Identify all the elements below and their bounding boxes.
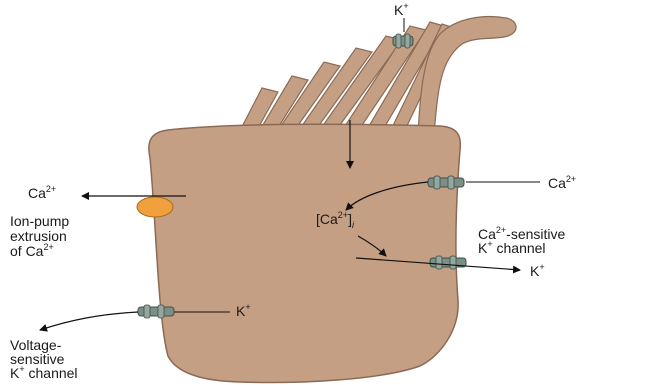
ca-left-label: Ca2+ [28,184,56,201]
ion-pump [137,197,173,217]
mechanotransduction-channel [393,34,413,48]
ion-pump-label-2: extrusion [10,228,67,244]
k-efflux-left-arrow [40,312,138,330]
ca-sensitive-label-2: K+ channel [478,239,546,256]
ca-sensitive-k-channel [430,256,466,269]
ca-right-label: Ca2+ [548,174,576,191]
ion-pump-label-1: Ion-pump [10,213,69,229]
calcium-channel [428,176,464,189]
voltage-sensitive-k-channel [138,305,174,318]
ion-pump-label-3: of Ca2+ [10,242,54,259]
cell-body [149,124,461,382]
voltage-sensitive-label-3: K+ channel [10,364,78,381]
k-right-label: K+ [530,262,545,279]
k-top-label: K+ [394,1,409,18]
